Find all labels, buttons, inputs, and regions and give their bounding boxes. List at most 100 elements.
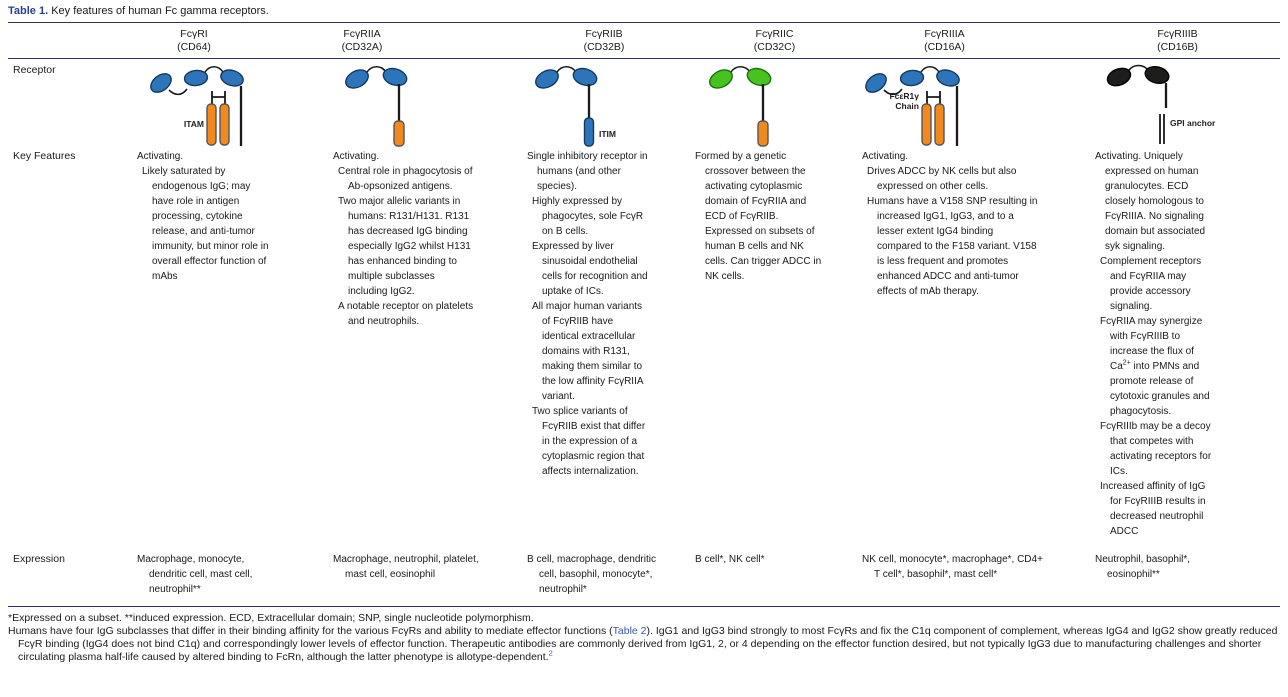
feature-paragraph: A notable receptor on platelets and neut…: [338, 301, 474, 327]
ig-domain-oval: [865, 73, 887, 93]
header-rule: [8, 58, 1280, 59]
feature-paragraph: Two major allelic variants in humans: R1…: [338, 196, 471, 297]
feature-paragraph: Central role in phagocytosis of Ab-opson…: [338, 166, 473, 192]
receptor-diagram-fcgriic: [709, 65, 772, 147]
column-name: FcγRIIIA: [924, 28, 965, 40]
column-name: FcγRIIIB: [1157, 28, 1198, 40]
column-header-fcgriic: FcγRIIC (CD32C): [687, 28, 854, 54]
expression-row: Expression Macrophage, monocyte, dendrit…: [8, 539, 1280, 606]
bottom-rule: [8, 606, 1280, 607]
gamma-chain-motif: [921, 103, 932, 146]
feature-paragraph: Formed by a genetic crossover between th…: [695, 151, 822, 282]
expression-text: B cell, macrophage, dendritic cell, baso…: [527, 554, 656, 595]
receptor-diagram-fcgri: ITAM: [150, 65, 244, 146]
expression-text: Neutrophil, basophil*, eosinophil**: [1095, 554, 1191, 580]
receptor-cell-fcgriic: [687, 63, 854, 147]
row-label-expression: Expression: [13, 553, 65, 565]
footnote-paragraph: Humans have four IgG subclasses that dif…: [8, 625, 1280, 664]
feature-paragraph: Increased affinity of IgG for FcγRIIIB r…: [1100, 481, 1206, 537]
signaling-motif: [393, 120, 405, 147]
receptor-diagram-fcgriiib: GPI anchor: [1106, 64, 1216, 144]
feature-text: into PMNs and promote release of cytotox…: [1110, 361, 1210, 417]
itam-motif: [206, 103, 217, 146]
receptor-cell-fcgriiib: GPI anchor: [1087, 63, 1280, 147]
column-header-fcgri: FcγRI (CD64): [129, 28, 325, 54]
row-label-key-features: Key Features: [13, 150, 76, 162]
footnote-text: Humans have four IgG subclasses that dif…: [8, 625, 613, 637]
column-cd: (CD64): [177, 41, 211, 53]
gpi-anchor-label: GPI anchor: [1170, 118, 1216, 128]
expression-text: Macrophage, neutrophil, platelet, mast c…: [333, 554, 479, 580]
gpi-anchor-lines: [1159, 114, 1165, 144]
expression-text: NK cell, monocyte*, macrophage*, CD4+ T …: [862, 554, 1043, 580]
receptor-row: Receptor ITAM: [8, 59, 1280, 147]
column-header-row: FcγRI (CD64) FcγRIIA (CD32A) FcγRIIB (CD…: [8, 23, 1280, 58]
receptor-cell-fcgriib: ITIM: [519, 63, 687, 147]
feature-paragraph: Two splice variants of FcγRIIB exist tha…: [532, 406, 646, 477]
itam-motif: [219, 103, 230, 146]
itim-label: ITIM: [599, 129, 616, 139]
table-2-link[interactable]: Table 2: [612, 625, 647, 637]
expression-text: Macrophage, monocyte, dendritic cell, ma…: [137, 554, 253, 595]
itam-label: ITAM: [184, 119, 204, 129]
column-name: FcγRIIA: [343, 28, 381, 40]
column-name: FcγRI: [180, 28, 208, 40]
feature-paragraph: Likely saturated by endogenous IgG; may …: [142, 166, 269, 282]
footnote-abbreviations: *Expressed on a subset. **induced expres…: [8, 612, 534, 624]
column-header-fcgriia: FcγRIIA (CD32A): [325, 28, 519, 54]
expression-cell-fcgriiib: Neutrophil, basophil*, eosinophil**: [1087, 552, 1280, 597]
receptor-diagram-fcgriiia: FcεR1γ Chain: [865, 65, 960, 146]
gamma-chain-motif: [934, 103, 945, 146]
ig-domain-oval: [150, 73, 172, 93]
table-title: Table 1. Key features of human Fc gamma …: [8, 4, 1280, 19]
expression-cell-fcgriic: B cell*, NK cell*: [687, 552, 854, 597]
key-features-cell-fcgriib: Single inhibitory receptor in humans (an…: [519, 149, 649, 539]
itim-motif: [583, 117, 595, 147]
expression-cell-fcgri: Macrophage, monocyte, dendritic cell, ma…: [129, 552, 325, 597]
receptor-cell-fcgri: ITAM: [129, 63, 325, 147]
gamma-chain-label-line2: Chain: [895, 101, 919, 111]
column-name: FcγRIIB: [585, 28, 623, 40]
column-cd: (CD32A): [341, 41, 383, 53]
footnote-text: ). IgG1 and IgG3 bind strongly to most F…: [18, 625, 1278, 663]
feature-paragraph: FcγRIIA may synergize with FcγRIIIB to i…: [1095, 314, 1215, 419]
ig-domain-oval: [382, 67, 408, 87]
column-cd: (CD32B): [583, 41, 625, 53]
column-header-fcgriiia: FcγRIIIA (CD16A): [854, 28, 1087, 54]
ig-domain-oval: [709, 69, 733, 89]
superscript-2plus: 2+: [1122, 359, 1131, 367]
ig-domain-oval: [936, 69, 960, 87]
ig-domain-oval: [183, 69, 209, 87]
header-spacer: [8, 28, 129, 54]
gamma-chain-label-line1: FcεR1γ: [889, 91, 919, 101]
expression-cell-fcgriia: Macrophage, neutrophil, platelet, mast c…: [325, 552, 519, 597]
column-cd: (CD16A): [924, 41, 965, 53]
feature-paragraph: Activating. Uniquely expressed on human …: [1095, 151, 1206, 252]
column-name: FcγRIIC: [755, 28, 794, 40]
column-cd: (CD32C): [753, 41, 796, 53]
ig-domain-oval: [746, 67, 772, 87]
receptor-diagram-fcgriib: ITIM: [535, 65, 616, 147]
table-caption: Key features of human Fc gamma receptors…: [48, 5, 269, 17]
ig-domain-oval: [572, 67, 598, 87]
key-features-cell-fcgri: Activating. Likely saturated by endogeno…: [129, 149, 274, 539]
ig-domain-oval: [1144, 66, 1170, 84]
key-features-cell-fcgriic: Formed by a genetic crossover between th…: [687, 149, 827, 539]
reference-2-link[interactable]: 2: [548, 648, 553, 658]
key-features-row: Key Features Activating. Likely saturate…: [8, 147, 1280, 539]
receptor-diagram-fcgriia: [345, 65, 408, 147]
column-header-fcgriib: FcγRIIB (CD32B): [519, 28, 687, 54]
feature-paragraph: FcγRIIIb may be a decoy that competes wi…: [1100, 421, 1212, 477]
feature-paragraph: Single inhibitory receptor in humans (an…: [527, 151, 648, 192]
feature-paragraph: Drives ADCC by NK cells but also express…: [867, 166, 1017, 192]
expression-text: B cell*, NK cell*: [695, 554, 765, 565]
feature-paragraph: Complement receptors and FcγRIIA may pro…: [1100, 256, 1202, 312]
feature-paragraph: Expressed by liver sinusoidal endothelia…: [532, 241, 648, 297]
feature-text: FcγRIIA may synergize with FcγRIIIB to i…: [1100, 316, 1203, 372]
key-features-cell-fcgriia: Activating. Central role in phagocytosis…: [325, 149, 475, 539]
row-label-receptor: Receptor: [13, 64, 56, 76]
top-rule: [8, 22, 1280, 23]
feature-paragraph: Highly expressed by phagocytes, sole Fcγ…: [532, 196, 644, 237]
column-header-fcgriiib: FcγRIIIB (CD16B): [1087, 28, 1280, 54]
key-features-cell-fcgriiia: Activating. Drives ADCC by NK cells but …: [854, 149, 1040, 539]
